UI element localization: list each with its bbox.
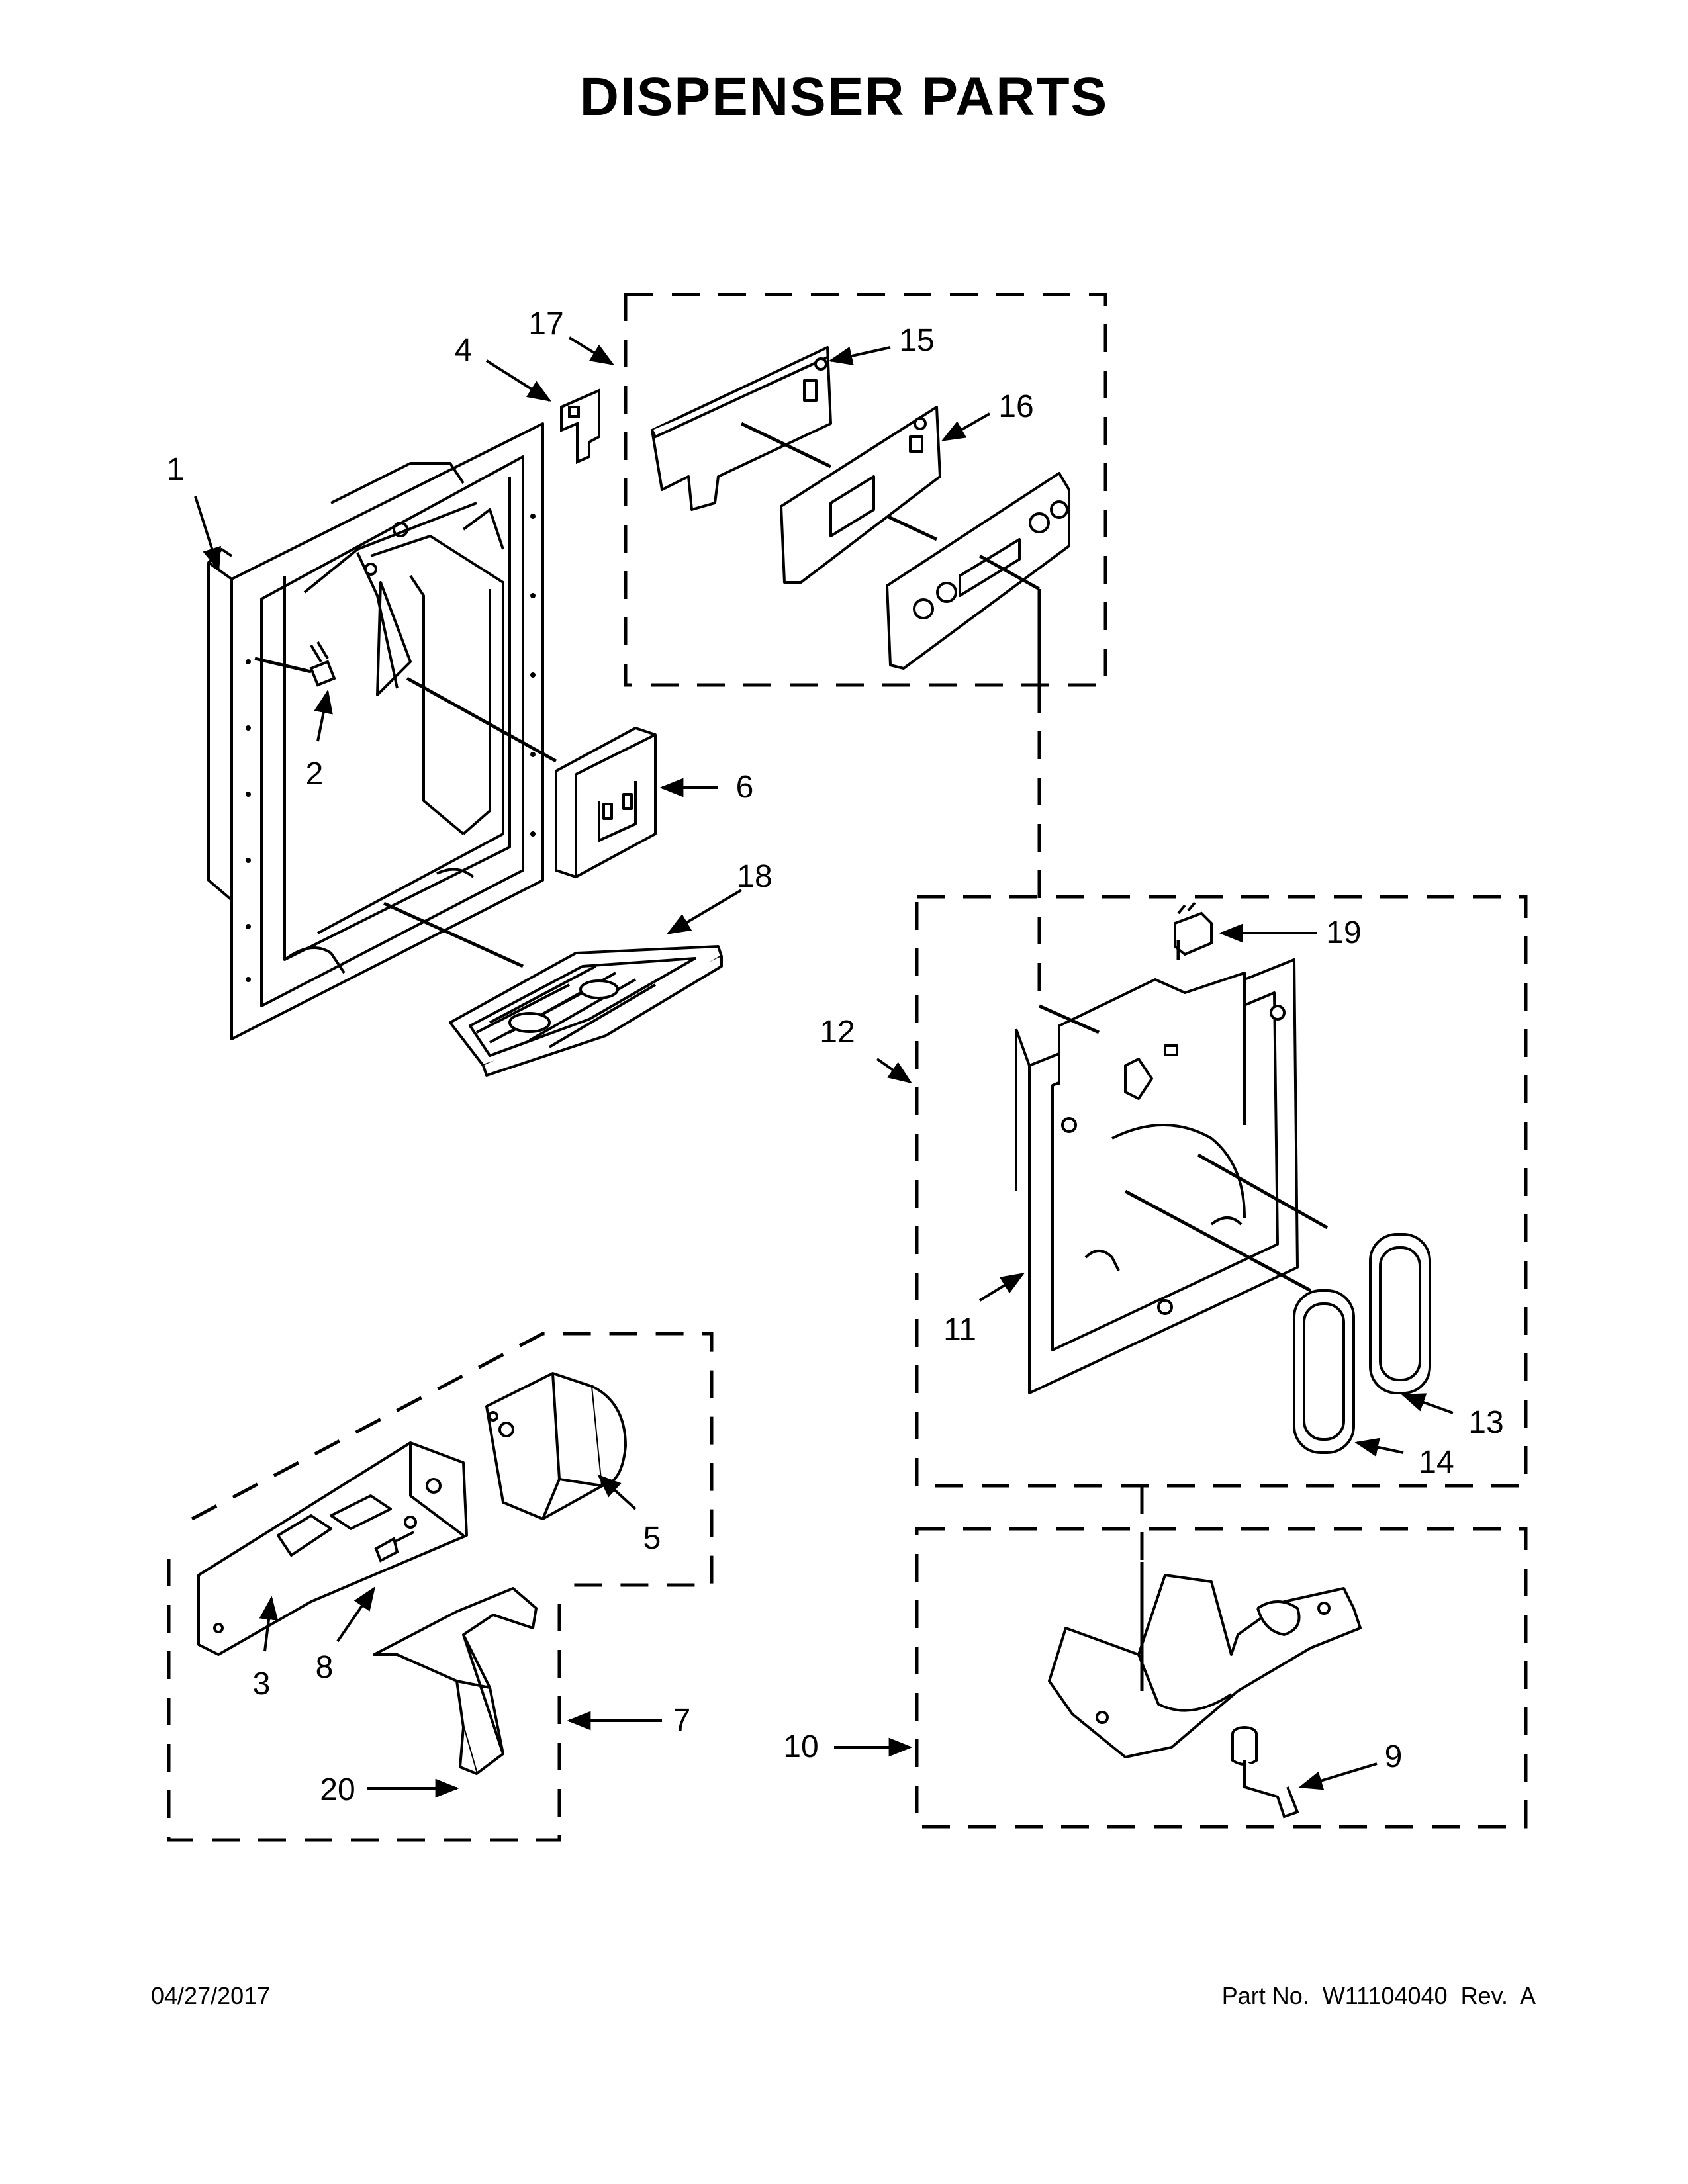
group-box-5 — [191, 1332, 714, 1587]
callout-9: 9 — [1385, 1739, 1403, 1774]
callout-18: 18 — [737, 859, 772, 894]
control-bracket-15 — [651, 346, 832, 511]
callout-14: 14 — [1419, 1445, 1454, 1480]
callout-arrow-17 — [568, 336, 615, 365]
callout-10: 10 — [783, 1729, 818, 1764]
callout-4: 4 — [455, 333, 473, 368]
dispenser-housing-11 — [1015, 958, 1299, 1394]
callout-17: 17 — [528, 306, 563, 341]
fitting-9 — [1231, 1726, 1299, 1819]
ice-chute-10 — [1048, 1574, 1362, 1758]
callout-arrow-8 — [336, 1586, 376, 1643]
group-box-12 — [915, 895, 1528, 1488]
callout-arrow-13 — [1401, 1393, 1454, 1414]
callout-12: 12 — [820, 1015, 855, 1050]
group-box-10 — [915, 1527, 1528, 1829]
callout-arrow-5 — [597, 1474, 637, 1510]
callout-11: 11 — [943, 1312, 976, 1347]
motor-5 — [485, 1372, 627, 1520]
dispenser-housing — [207, 422, 544, 1040]
callout-arrow-12 — [876, 1058, 912, 1084]
footer-part-number: Part No. W11104040 Rev. A — [1221, 1982, 1536, 2009]
callout-arrow-18 — [666, 889, 743, 934]
callout-arrow-15 — [828, 346, 891, 366]
paddle-14 — [1293, 1289, 1355, 1454]
callout-16: 16 — [998, 389, 1033, 424]
paddle-13 — [1369, 1233, 1431, 1394]
user-interface-board-17 — [886, 472, 1070, 670]
callout-arrow-14 — [1354, 1437, 1404, 1457]
callout-3: 3 — [253, 1666, 271, 1702]
callout-15: 15 — [899, 323, 934, 358]
callout-arrow-1 — [194, 496, 221, 572]
callout-8: 8 — [316, 1650, 334, 1685]
callout-7: 7 — [673, 1703, 691, 1738]
screw-2 — [309, 641, 336, 687]
drip-tray-18 — [449, 945, 723, 1077]
callout-13: 13 — [1468, 1405, 1503, 1440]
callout-6: 6 — [736, 770, 754, 805]
callout-20: 20 — [320, 1772, 355, 1807]
cover-6 — [555, 727, 657, 878]
callout-arrow-3 — [259, 1596, 279, 1652]
footer-date: 04/27/2017 — [151, 1982, 271, 2009]
callout-arrow-4 — [485, 359, 552, 402]
callout-arrow-16 — [941, 412, 990, 441]
callout-arrow-9 — [1298, 1762, 1378, 1790]
screw-8 — [374, 1531, 414, 1563]
switch-19 — [1174, 901, 1213, 956]
page-title: DISPENSER PARTS — [579, 67, 1109, 127]
callout-2: 2 — [306, 756, 324, 792]
group-box-17 — [624, 293, 1107, 687]
bracket-4 — [560, 388, 600, 465]
callout-arrow-2 — [314, 689, 333, 742]
callout-arrow-11 — [978, 1273, 1025, 1302]
control-board-16 — [780, 406, 941, 584]
group-box-7 — [167, 1559, 561, 1842]
callout-19: 19 — [1326, 915, 1361, 950]
actuator-bracket-3 — [197, 1441, 468, 1656]
lever-20 — [373, 1587, 538, 1775]
callout-1: 1 — [167, 452, 185, 487]
callout-5: 5 — [643, 1521, 661, 1556]
